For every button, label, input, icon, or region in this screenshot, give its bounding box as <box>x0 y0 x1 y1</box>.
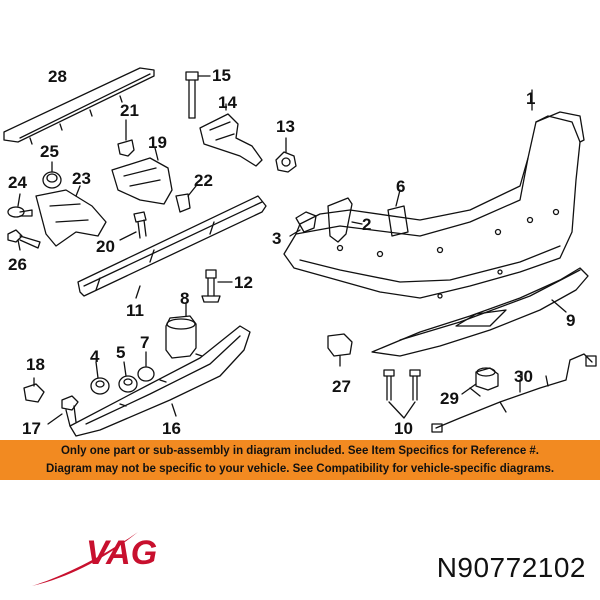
part-19-bracket <box>111 147 173 205</box>
callout-12: 12 <box>234 273 253 292</box>
part-number: N90772102 <box>436 552 586 583</box>
part-20-bolt <box>119 211 147 241</box>
part-25-grommet <box>42 161 62 189</box>
callout-20: 20 <box>96 237 115 256</box>
part-8-housing <box>165 303 197 359</box>
callout-18: 18 <box>26 355 45 374</box>
callout-23: 23 <box>72 169 91 188</box>
part-6-bracket <box>387 189 409 237</box>
callout-25: 25 <box>40 142 59 161</box>
part-10-bolts <box>383 369 421 419</box>
part-5-grommet <box>118 361 138 393</box>
callout-13: 13 <box>276 117 295 136</box>
part-4-grommet <box>90 361 110 395</box>
part-12-bolt <box>201 269 233 303</box>
callout-10: 10 <box>394 419 413 438</box>
callout-9: 9 <box>566 311 575 330</box>
callout-27: 27 <box>332 377 351 396</box>
part-7-grommet <box>137 351 155 382</box>
part-26-bolt <box>7 229 41 251</box>
callout-15: 15 <box>212 66 231 85</box>
part-1-bumper-cover <box>283 89 585 299</box>
disclaimer-line-1: Only one part or sub-assembly in diagram… <box>60 445 540 457</box>
callout-16: 16 <box>162 419 181 438</box>
callout-17: 17 <box>22 419 41 438</box>
parts-diagram: 1 2 3 4 5 6 7 8 9 10 11 12 13 14 15 16 1… <box>3 66 597 438</box>
callout-labels: 1 2 3 4 5 6 7 8 9 10 11 12 13 14 15 16 1… <box>8 66 575 438</box>
part-3-clip <box>289 211 317 237</box>
part-16-bracket <box>69 325 251 437</box>
callout-28: 28 <box>48 67 67 86</box>
part-13-nut <box>275 137 297 173</box>
callout-24: 24 <box>8 173 27 192</box>
callout-8: 8 <box>180 289 189 308</box>
callout-29: 29 <box>440 389 459 408</box>
callout-22: 22 <box>194 171 213 190</box>
callout-26: 26 <box>8 255 27 274</box>
vag-logo: VAG <box>32 532 157 586</box>
brand-name: VAG <box>86 534 157 572</box>
callout-30: 30 <box>514 367 533 386</box>
disclaimer-banner: Only one part or sub-assembly in diagram… <box>0 440 600 480</box>
callout-21: 21 <box>120 101 139 120</box>
part-14-bracket <box>199 103 263 167</box>
callout-5: 5 <box>116 343 125 362</box>
part-11-reinforcement-beam <box>77 195 267 299</box>
callout-1: 1 <box>526 89 535 108</box>
part-30-wiring-harness <box>431 353 597 433</box>
callout-7: 7 <box>140 333 149 352</box>
part-24-pin <box>7 193 33 218</box>
part-28-trim-strip <box>3 67 155 145</box>
part-15-bolt <box>185 71 211 119</box>
part-27-clip <box>327 333 353 367</box>
part-21-clip <box>117 119 135 157</box>
callout-2: 2 <box>362 215 371 234</box>
part-18-clip <box>23 377 45 403</box>
callout-19: 19 <box>148 133 167 152</box>
callout-3: 3 <box>272 229 281 248</box>
part-2-bracket <box>327 197 363 243</box>
callout-4: 4 <box>90 347 100 366</box>
part-17-bolt <box>47 395 79 427</box>
callout-11: 11 <box>126 301 144 320</box>
callout-6: 6 <box>396 177 405 196</box>
callout-14: 14 <box>218 93 237 112</box>
part-29-sensor <box>461 367 499 395</box>
part-22-clip <box>175 185 197 213</box>
disclaimer-line-2: Diagram may not be specific to your vehi… <box>45 463 555 475</box>
part-9-valance <box>371 267 589 357</box>
part-23-bracket <box>35 185 107 247</box>
